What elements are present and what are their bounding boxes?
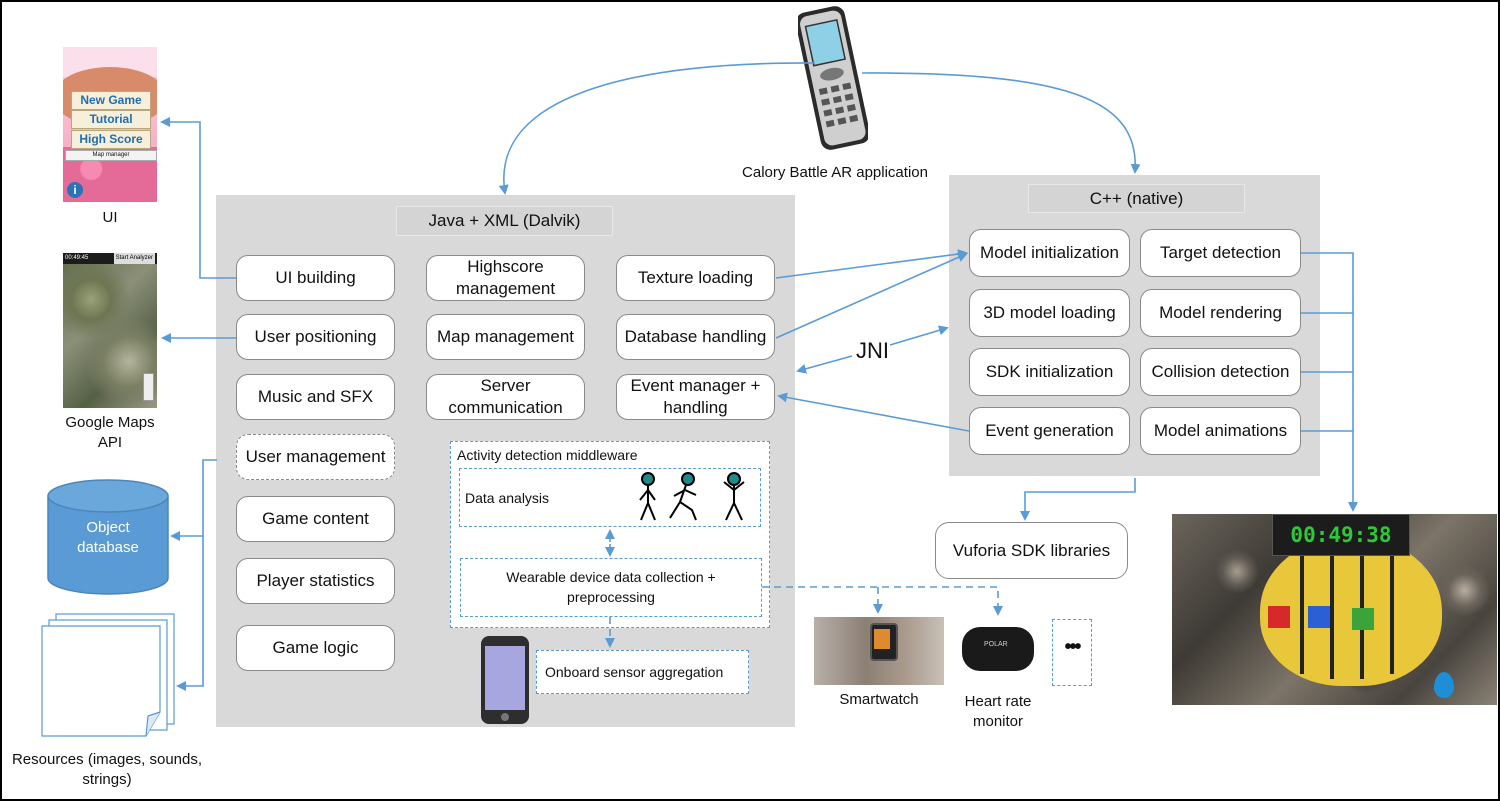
ui-building-box: UI building [236, 255, 395, 301]
java-panel-title: Java + XML (Dalvik) [396, 206, 613, 236]
resources-label: Resources (images, sounds, strings) [11, 751, 203, 788]
more-devices-box [1052, 619, 1092, 686]
info-icon[interactable]: i [67, 182, 83, 198]
data-analysis-box [459, 468, 761, 527]
maps-topbar: 00:49:45 Start Analyzer [63, 253, 157, 264]
ui-button-high-score[interactable]: High Score [71, 130, 151, 149]
watch-face-icon [874, 629, 890, 649]
player-statistics-box: Player statistics [236, 558, 395, 604]
onboard-sensor-label: Onboard sensor aggregation [545, 664, 724, 680]
event-manager-box: Event manager + handling [616, 374, 775, 420]
ar-character [1260, 536, 1442, 686]
smartwatch-label: Smartwatch [839, 691, 919, 708]
vuforia-sdk-box: Vuforia SDK libraries [935, 522, 1128, 579]
smartphone-icon [481, 636, 529, 724]
model-rendering-box: Model rendering [1140, 289, 1301, 337]
google-maps-label: Google Maps API [65, 414, 155, 451]
collision-detection-box: Collision detection [1140, 348, 1301, 396]
ui-button-map-manager[interactable]: Map manager [65, 150, 157, 161]
target-detection-box: Target detection [1140, 229, 1301, 277]
highscore-management-box: Highscore management [426, 255, 585, 301]
food-card-icon [1268, 606, 1290, 628]
database-handling-box: Database handling [616, 314, 775, 360]
hrm-brand-label: POLAR [984, 641, 1008, 648]
more-devices-ellipsis: ••• [1064, 636, 1081, 658]
ui-button-tutorial[interactable]: Tutorial [71, 110, 151, 129]
ar-character-stripe [1330, 554, 1334, 679]
activity-middleware-title: Activity detection middleware [457, 447, 638, 463]
object-database-icon [47, 479, 169, 595]
sdk-initialization-box: SDK initialization [969, 348, 1130, 396]
event-generation-box: Event generation [969, 407, 1130, 455]
object-database-label: Object database [77, 519, 139, 556]
mobile-phone-icon [798, 6, 868, 150]
texture-loading-box: Texture loading [616, 255, 775, 301]
maps-screenshot: 00:49:45 Start Analyzer [63, 253, 157, 408]
zoom-control-icon[interactable] [143, 373, 154, 401]
stick-figures-icon [639, 472, 745, 521]
game-content-box: Game content [236, 496, 395, 542]
water-drop-icon [1434, 672, 1454, 698]
jni-label: JNI [856, 338, 889, 363]
3d-model-loading-box: 3D model loading [969, 289, 1130, 337]
heart-rate-monitor-label: Heart rate monitor [964, 693, 1032, 730]
food-card-icon [1308, 606, 1330, 628]
ui-button-new-game[interactable]: New Game [71, 91, 151, 110]
heart-rate-monitor-image: POLAR [962, 627, 1034, 671]
user-management-box: User management [236, 434, 395, 480]
maps-start-analyzer[interactable]: Start Analyzer [113, 253, 155, 264]
resources-icon [41, 613, 175, 737]
map-management-box: Map management [426, 314, 585, 360]
native-panel-title: C++ (native) [1028, 184, 1245, 213]
ar-character-stripe [1390, 554, 1394, 674]
smartwatch-image [814, 617, 944, 685]
app-caption: Calory Battle AR application [742, 164, 928, 181]
ui-label: UI [102, 209, 118, 226]
wearable-collection-label: Wearable device data collection + prepro… [506, 569, 716, 605]
model-initialization-box: Model initialization [969, 229, 1130, 277]
music-sfx-box: Music and SFX [236, 374, 395, 420]
maps-time: 00:49:45 [65, 255, 89, 261]
game-logic-box: Game logic [236, 625, 395, 671]
ui-screenshot: New Game Tutorial High Score Map manager… [63, 47, 157, 202]
food-card-icon [1352, 608, 1374, 630]
ar-scene-image: 00:49:38 [1172, 514, 1497, 705]
wearable-collection-box [460, 558, 762, 617]
server-communication-box: Server communication [426, 374, 585, 420]
model-animations-box: Model animations [1140, 407, 1301, 455]
onboard-sensor-box [536, 650, 749, 694]
ar-character-stripe [1300, 554, 1304, 674]
data-analysis-label: Data analysis [465, 490, 550, 506]
ar-timer-display: 00:49:38 [1272, 514, 1410, 556]
user-positioning-box: User positioning [236, 314, 395, 360]
